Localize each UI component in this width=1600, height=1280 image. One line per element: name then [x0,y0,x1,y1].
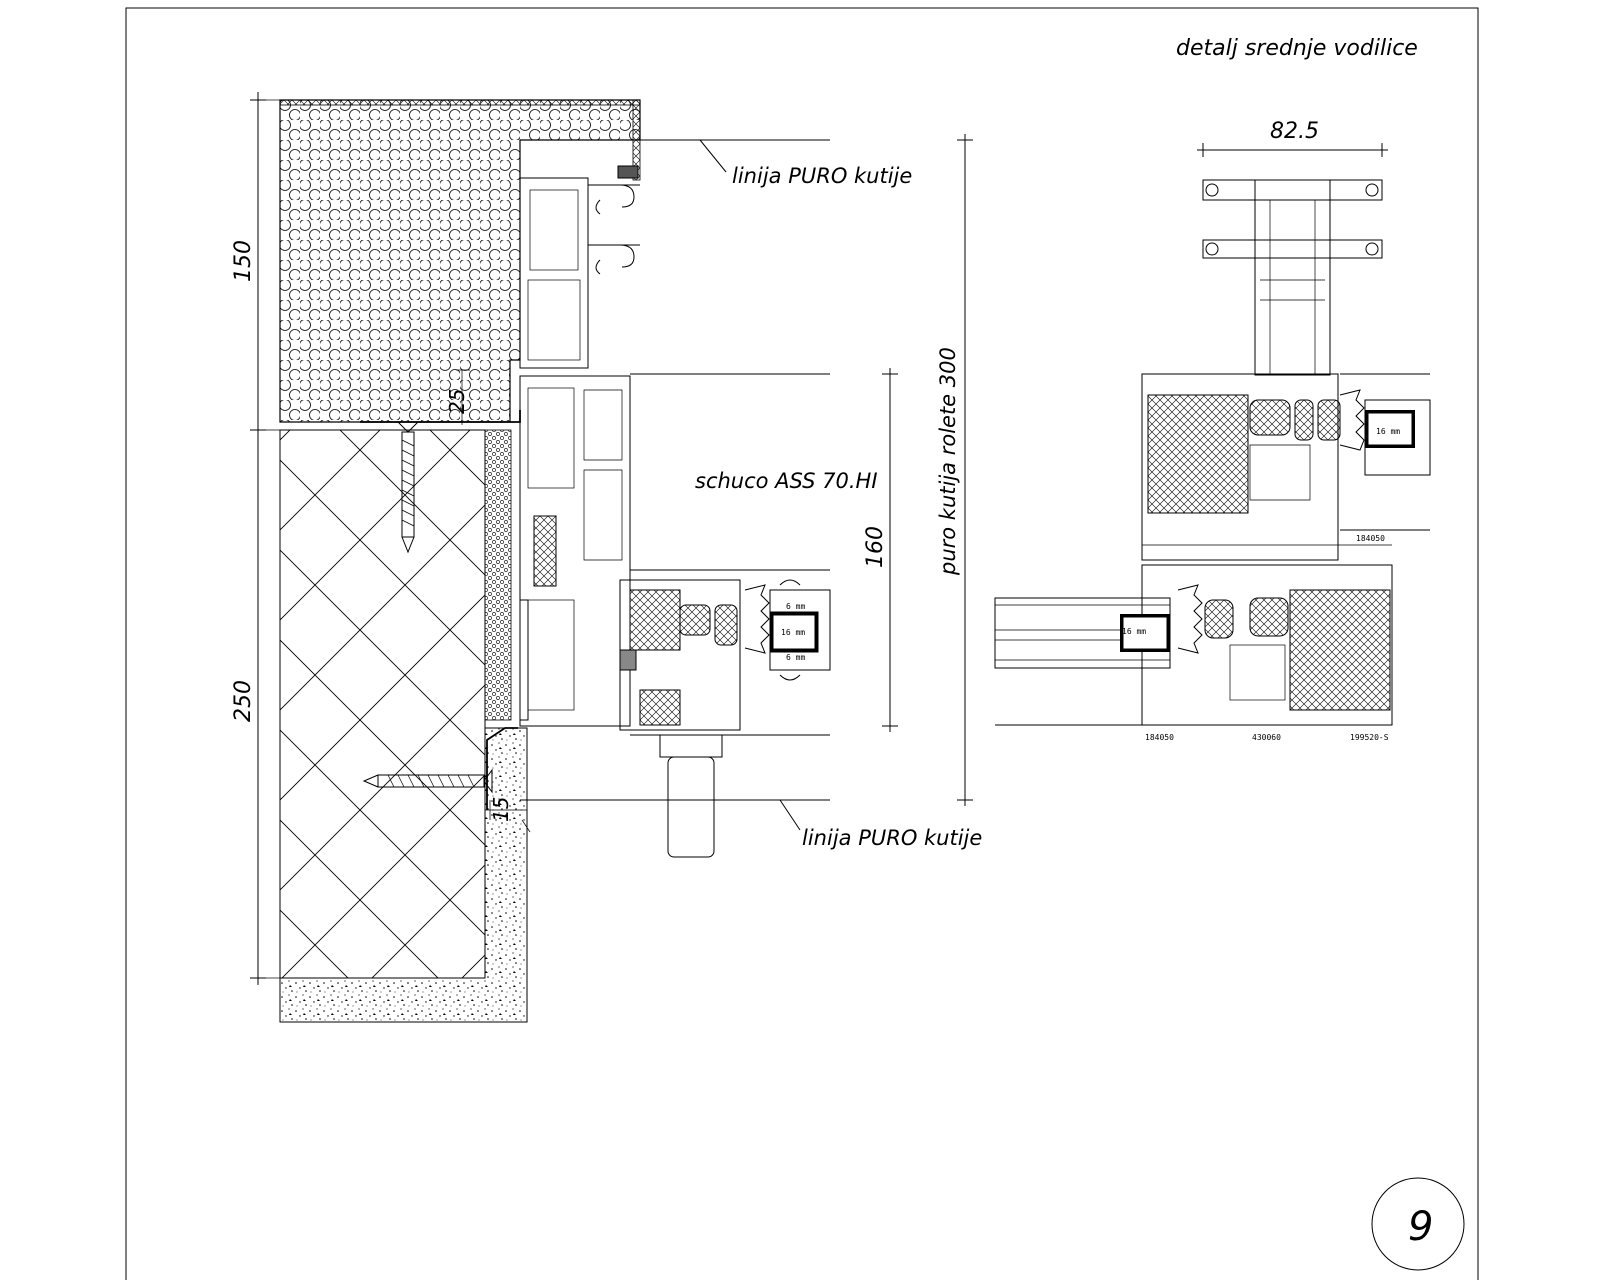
insulation-strip [484,429,512,721]
screw-horizontal [362,768,493,794]
plaster-concrete [279,727,528,1023]
screw-vertical [396,421,420,554]
sheet-number-circle [1371,1177,1465,1271]
window-frame-profile [519,375,831,858]
glazing-16-left: 16 mm [781,628,805,637]
dim-25: 25 [445,389,469,414]
profile-code-4: 184050 [1356,534,1385,543]
label-puro-line-top: linija PURO kutije [732,164,912,188]
sheet-number: 9 [1408,1204,1433,1250]
dim-82-5: 82.5 [1270,119,1319,144]
label-system: schuco ASS 70.HI [695,469,878,493]
profile-code-2: 430060 [1252,733,1281,742]
dim-150: 150 [231,240,256,282]
glazing-6-left-top: 6 mm [786,602,805,611]
sheet-title: detalj srednje vodilice [1176,36,1418,61]
guide-profile-upper [519,177,640,369]
label-puro-line-bottom: linija PURO kutije [802,826,982,850]
profile-code-3: 199520-S [1350,733,1389,742]
dim-15: 15 [489,797,513,822]
wall-block [279,429,486,979]
glazing-16-right-bottom: 16 mm [1122,627,1146,636]
glazing-6-left-bottom: 6 mm [786,653,805,662]
dimension-160 [882,368,898,732]
left-section-detail [250,92,831,1023]
dim-250: 250 [231,680,256,722]
puro-box-insulation [279,99,641,423]
dim-160: 160 [863,526,888,568]
glazing-16-right-top: 16 mm [1376,427,1400,436]
label-box-height: puro kutija rolete 300 [936,347,960,576]
dimension-300 [957,134,973,806]
profile-code-1: 184050 [1145,733,1174,742]
sheet-border [125,7,1479,1280]
right-mullion-detail [994,143,1431,726]
